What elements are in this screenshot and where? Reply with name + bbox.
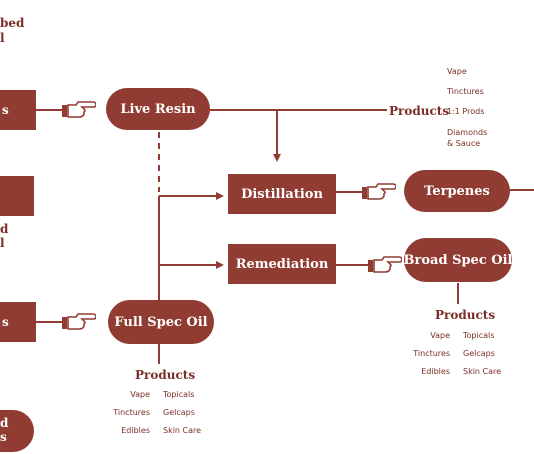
live-resin-product-item: Tinctures [447,87,484,96]
full-product-item: Edibles [121,426,150,435]
full-product-item: Tinctures [113,408,150,417]
pointing-hand-icon [362,183,396,200]
left-cut-top-line2: l [0,31,5,45]
full-product-item: Topicals [163,390,195,399]
terpenes-label: Terpenes [424,183,490,199]
full-product-item: Skin Care [163,426,202,435]
live-resin-product-item: Diamonds [447,128,488,137]
remediation-node[interactable]: Remediation [228,244,336,284]
broad-product-item: Edibles [421,367,450,376]
live-resin-products-title: Products [389,104,450,118]
broad-product-item: Vape [430,331,450,340]
remediation-label: Remediation [235,256,329,272]
left-cut-top-line1: bed [0,16,25,30]
left-cut-mid-line2: l [0,236,5,250]
distillation-label: Distillation [241,186,323,202]
left-cut-box-3-label: s [2,315,9,329]
full-spec-oil-label: Full Spec Oil [114,314,208,330]
terpenes-node[interactable]: Terpenes [404,170,510,212]
live-resin-product-item: Vape [447,67,467,76]
pointing-hand-icon [62,313,96,330]
left-cut-box-1-label: s [2,103,9,117]
full-product-item: Vape [130,390,150,399]
live-resin-node[interactable]: Live Resin [106,88,210,130]
broad-product-item: Tinctures [413,349,450,358]
left-cut-bottom-line2: s [0,430,7,444]
left-cut-mid-line1: d [0,222,9,236]
left-cut-box-1[interactable]: s [0,90,36,130]
full-spec-oil-node[interactable]: Full Spec Oil [108,300,214,344]
pointing-hand-icon [62,101,96,118]
full-products-title: Products [135,368,196,382]
distillation-node[interactable]: Distillation [228,174,336,214]
broad-product-item: Topicals [463,331,495,340]
live-resin-product-item: & Sauce [447,139,481,148]
broad-product-item: Skin Care [463,367,502,376]
left-cut-pill-bottom[interactable]: d s [0,410,34,452]
broad-spec-oil-label: Broad Spec Oil [403,252,513,268]
broad-products-title: Products [435,308,496,322]
full-product-item: Gelcaps [163,408,195,417]
left-cut-box-2[interactable] [0,176,34,216]
broad-product-item: Gelcaps [463,349,495,358]
live-resin-product-item: 1:1 Prods [447,107,485,116]
broad-spec-oil-node[interactable]: Broad Spec Oil [404,238,512,282]
pointing-hand-icon [368,256,402,273]
live-resin-label: Live Resin [120,101,196,117]
left-cut-bottom-line1: d [0,416,9,430]
left-cut-box-3[interactable]: s [0,302,36,342]
